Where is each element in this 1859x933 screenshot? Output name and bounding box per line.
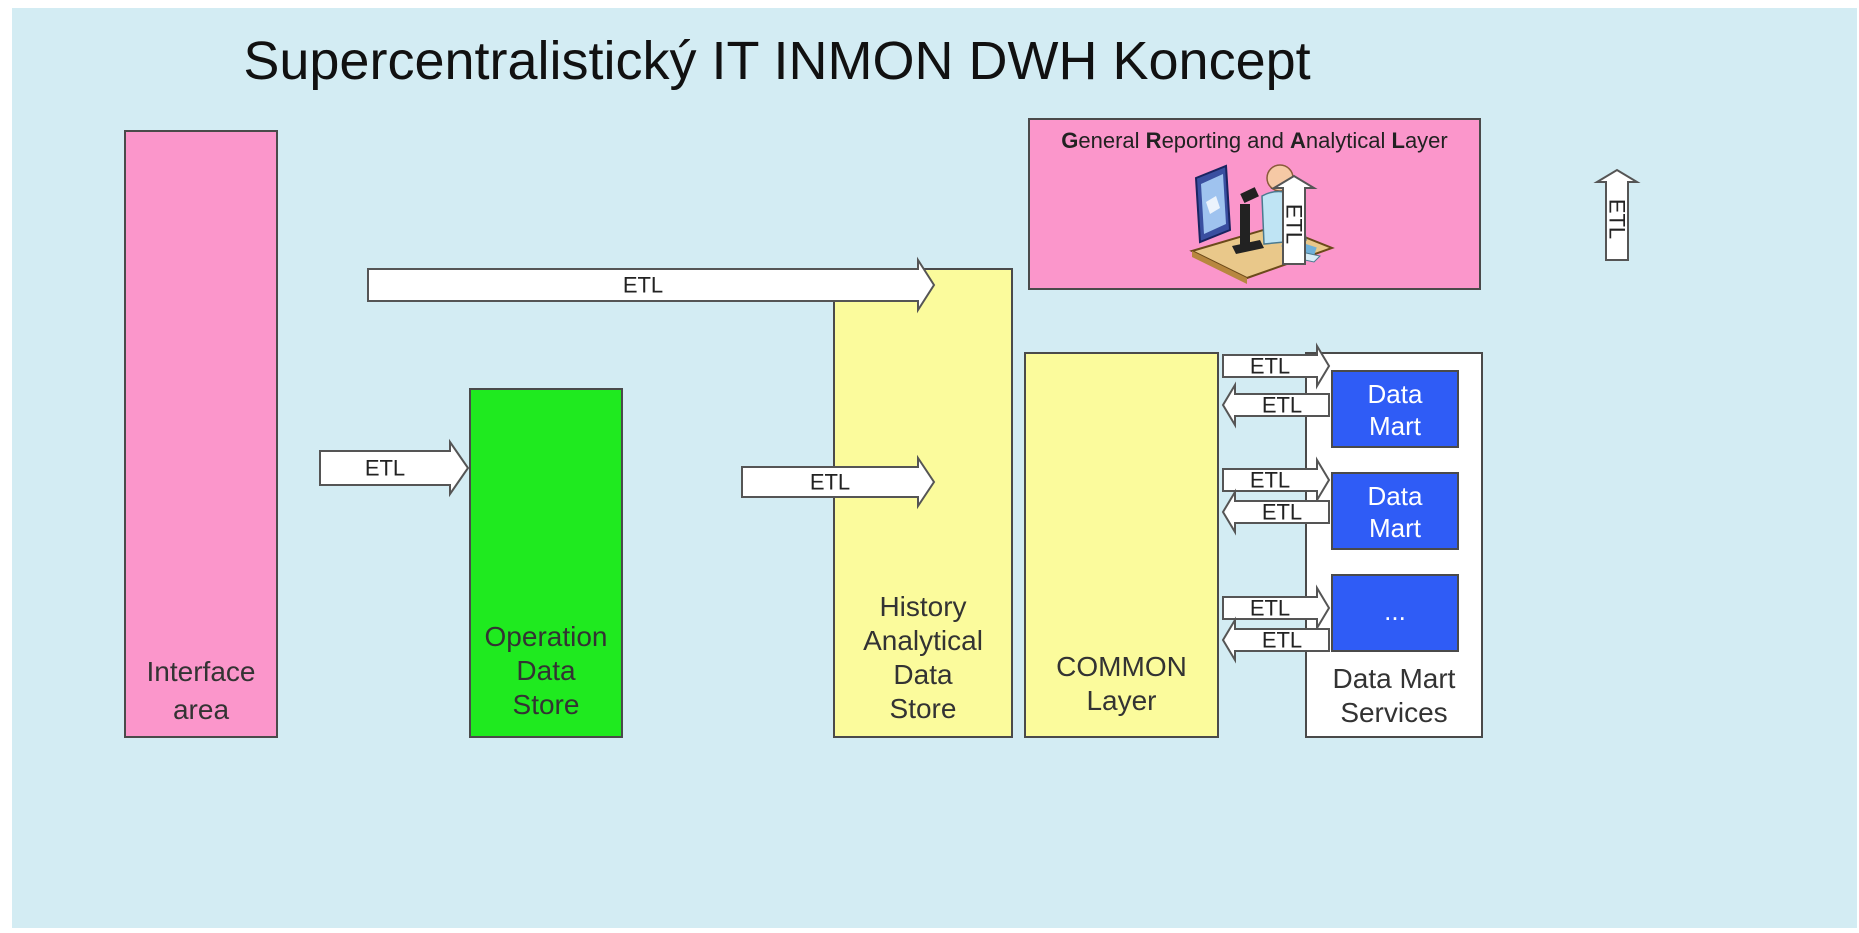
- interface-area-box: Interface area: [124, 130, 278, 738]
- diagram-title: Supercentralistický IT INMON DWH Koncept: [243, 31, 1311, 91]
- history-label-2: Analytical: [863, 625, 983, 656]
- etl-arrow-mart3-to-common: ETL: [1221, 616, 1330, 664]
- services-label-1: Data Mart: [1332, 663, 1456, 694]
- common-label-2: Layer: [1086, 685, 1157, 716]
- grl-title-g: G: [1061, 128, 1079, 153]
- etl-arrow-ods-to-history-label: ETL: [810, 470, 850, 495]
- ods-label-1: Operation: [484, 621, 608, 652]
- data-mart-1-label-1: Data: [1367, 379, 1423, 409]
- etl-arrow-common-to-mart3: ETL: [1222, 584, 1331, 632]
- services-label-2: Services: [1340, 697, 1448, 728]
- etl-arrow-mart3-to-common-label: ETL: [1262, 628, 1302, 653]
- history-label-3: Data: [893, 659, 953, 690]
- interface-area-label-2: area: [172, 694, 230, 725]
- etl-arrow-common-to-mart1: ETL: [1222, 342, 1331, 390]
- history-analytical-data-store-box: History Analytical Data Store: [833, 268, 1013, 738]
- grl-title-r: R: [1145, 128, 1162, 153]
- etl-arrow-interface-to-ods-label: ETL: [365, 456, 405, 481]
- data-mart-2-label-1: Data: [1367, 481, 1423, 511]
- data-mart-1: Data Mart: [1331, 370, 1459, 448]
- etl-arrow-common-to-mart2-label: ETL: [1250, 468, 1290, 493]
- ods-label-3: Store: [512, 689, 580, 720]
- etl-arrow-common-to-mart2: ETL: [1222, 456, 1331, 504]
- etl-arrow-services-to-grl-label: ETL: [1605, 199, 1630, 239]
- grl-title-a: A: [1290, 128, 1306, 153]
- grl-title: General Reporting and Analytical Layer: [1030, 128, 1479, 154]
- operation-data-store-box: Operation Data Store: [469, 388, 623, 738]
- grl-title-l: L: [1391, 128, 1405, 153]
- common-label-1: COMMON: [1056, 651, 1187, 682]
- data-mart-1-label-2: Mart: [1369, 411, 1421, 441]
- history-label-4: Store: [889, 693, 957, 724]
- grl-title-eneral: eneral: [1078, 128, 1146, 153]
- etl-arrow-mart2-to-common: ETL: [1221, 488, 1330, 536]
- etl-arrow-mart1-to-common: ETL: [1221, 381, 1330, 429]
- grl-title-ayer: ayer: [1404, 128, 1448, 153]
- data-mart-2: Data Mart: [1331, 472, 1459, 550]
- data-mart-3-label-1: ...: [1384, 596, 1406, 626]
- etl-arrow-interface-to-history: ETL: [367, 256, 936, 314]
- etl-arrow-mart1-to-common-label: ETL: [1262, 393, 1302, 418]
- etl-arrow-ods-to-history: ETL: [741, 454, 936, 510]
- ods-label-2: Data: [516, 655, 576, 686]
- grl-title-eporting: eporting and: [1161, 128, 1290, 153]
- grl-title-nalytical: nalytical: [1305, 128, 1392, 153]
- etl-arrow-common-to-mart1-label: ETL: [1250, 354, 1290, 379]
- etl-arrow-interface-to-history-label: ETL: [623, 273, 663, 298]
- interface-area-label-1: Interface: [146, 656, 256, 687]
- etl-arrow-mart2-to-common-label: ETL: [1262, 500, 1302, 525]
- etl-arrow-common-to-mart3-label: ETL: [1250, 596, 1290, 621]
- common-layer-box: COMMON Layer: [1024, 352, 1219, 738]
- diagram-canvas: Supercentralistický IT INMON DWH Koncept…: [12, 8, 1857, 928]
- etl-arrows-layer: ETL ETL ETL ETL ETL ETL ETL ETL ETL ETL ETL: [319, 168, 1641, 664]
- etl-arrow-services-to-grl: ETL: [1593, 168, 1641, 261]
- etl-arrow-interface-to-ods: ETL: [319, 438, 470, 498]
- etl-arrow-common-to-grl: ETL: [1270, 174, 1318, 265]
- data-mart-2-label-2: Mart: [1369, 513, 1421, 543]
- general-reporting-analytical-layer-box: General Reporting and Analytical Layer: [1028, 118, 1481, 290]
- data-mart-3: ...: [1331, 574, 1459, 652]
- etl-arrow-common-to-grl-label: ETL: [1282, 204, 1307, 244]
- history-label-1: History: [879, 591, 967, 622]
